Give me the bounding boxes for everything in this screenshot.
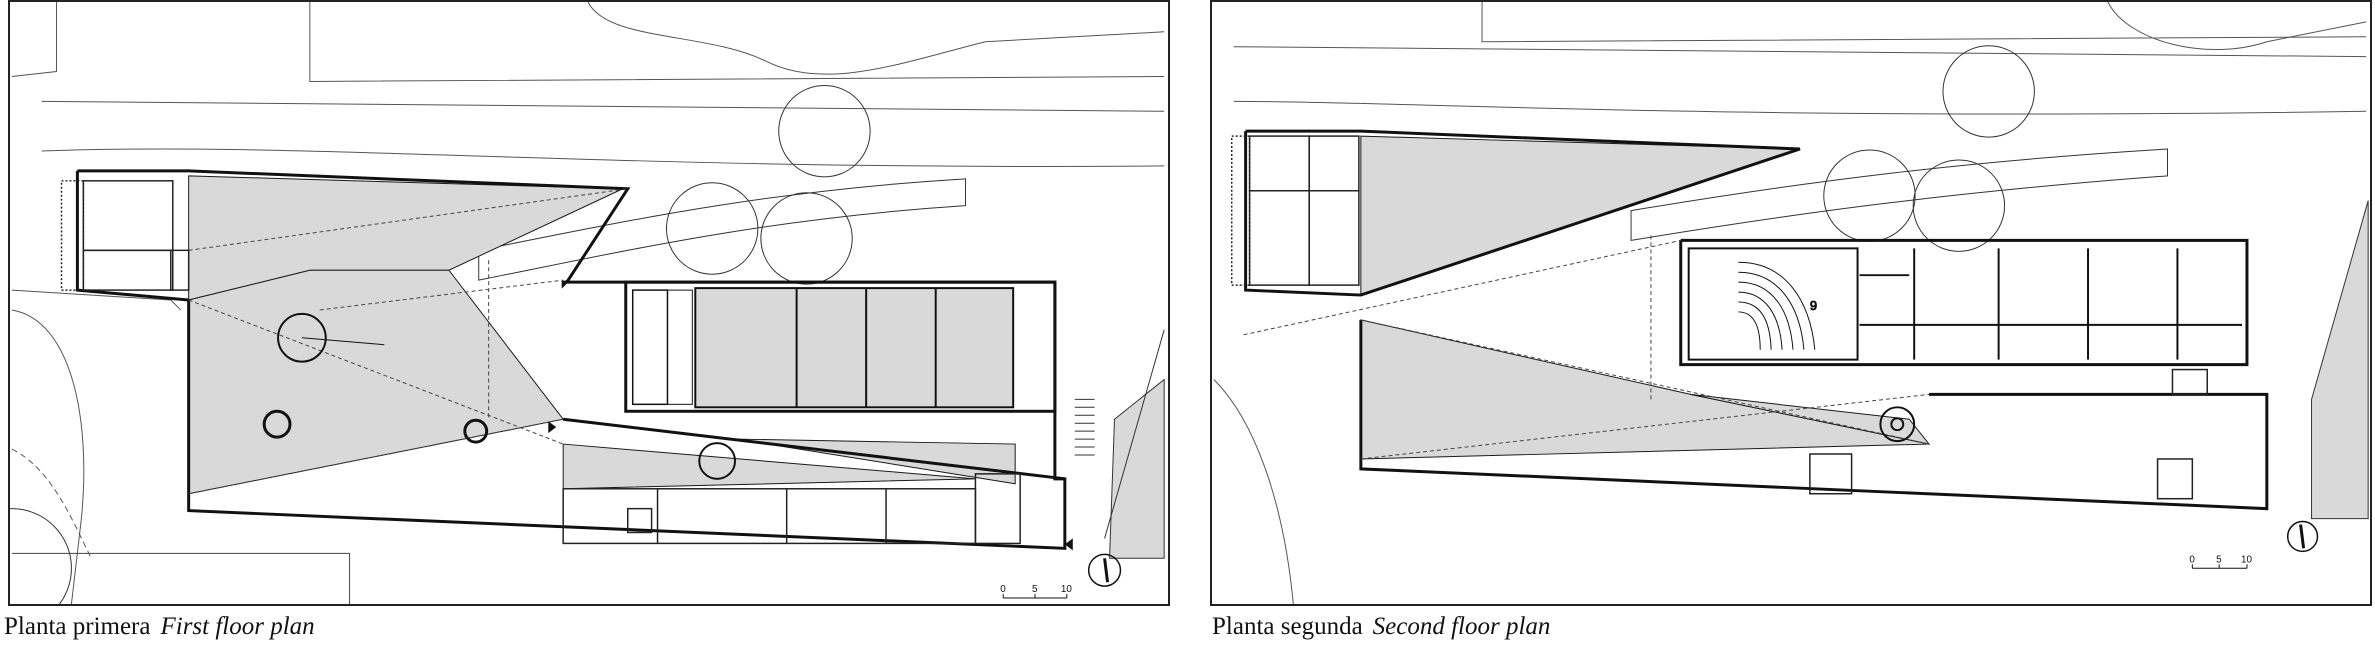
lift-cores bbox=[1809, 368, 2208, 500]
entrance-markers bbox=[548, 421, 1073, 551]
adjacent-slope bbox=[1109, 378, 1165, 559]
walkway-ribbon bbox=[1630, 148, 2168, 242]
caption-english: Second floor plan bbox=[1372, 613, 1551, 640]
tree-symbols bbox=[10, 84, 871, 604]
lower-gallery bbox=[562, 473, 1021, 545]
auditorium: 9 bbox=[1687, 247, 1859, 361]
stair-runs bbox=[1074, 398, 1095, 456]
first-floor-caption: Planta primera First floor plan bbox=[4, 612, 315, 642]
adjacent-slope bbox=[2311, 200, 2369, 520]
scale-label-0: 0 bbox=[2189, 554, 2195, 565]
dashed-guides bbox=[188, 188, 628, 495]
north-arrow-icon bbox=[1087, 553, 1122, 587]
north-arrow-icon bbox=[2286, 520, 2319, 553]
stairs-and-columns bbox=[262, 312, 737, 480]
scale-label-10: 10 bbox=[1061, 584, 1073, 595]
second-floor-plan-panel: 9 bbox=[1210, 0, 2372, 606]
service-block bbox=[60, 180, 190, 291]
scale-label-5: 5 bbox=[1032, 584, 1038, 595]
classroom-grid bbox=[1859, 248, 2243, 360]
scale-bar: 0 5 10 bbox=[2189, 554, 2253, 569]
first-floor-plan-panel: 0 5 10 bbox=[8, 0, 1170, 606]
scale-label-10: 10 bbox=[2241, 554, 2253, 565]
building-outline bbox=[1244, 129, 2269, 511]
caption-spanish: Planta primera bbox=[4, 613, 151, 640]
second-floor-caption: Planta segunda Second floor plan bbox=[1212, 612, 1550, 642]
service-block bbox=[1230, 135, 1360, 286]
terrain-contours bbox=[11, 2, 1165, 604]
caption-spanish: Planta segunda bbox=[1212, 613, 1363, 640]
terrain-contours bbox=[1213, 2, 2367, 604]
spiral-stair bbox=[1879, 406, 1916, 443]
caption-english: First floor plan bbox=[160, 613, 315, 640]
tree-symbols bbox=[1823, 45, 2035, 252]
walkway-ribbon bbox=[478, 178, 966, 281]
scale-label-5: 5 bbox=[2216, 554, 2222, 565]
exhibition-block bbox=[624, 280, 1057, 413]
shaded-voids bbox=[1360, 135, 1931, 460]
scale-label-0: 0 bbox=[1000, 584, 1006, 595]
first-floor-plan-drawing: 0 5 10 bbox=[10, 2, 1165, 604]
room-label: 9 bbox=[1810, 298, 1817, 313]
second-floor-plan-drawing: 9 bbox=[1213, 2, 2369, 604]
shaded-voids bbox=[188, 175, 1016, 495]
dashed-guides bbox=[1243, 235, 1930, 460]
scale-bar: 0 5 10 bbox=[1000, 584, 1073, 599]
site-boundary bbox=[11, 552, 351, 604]
